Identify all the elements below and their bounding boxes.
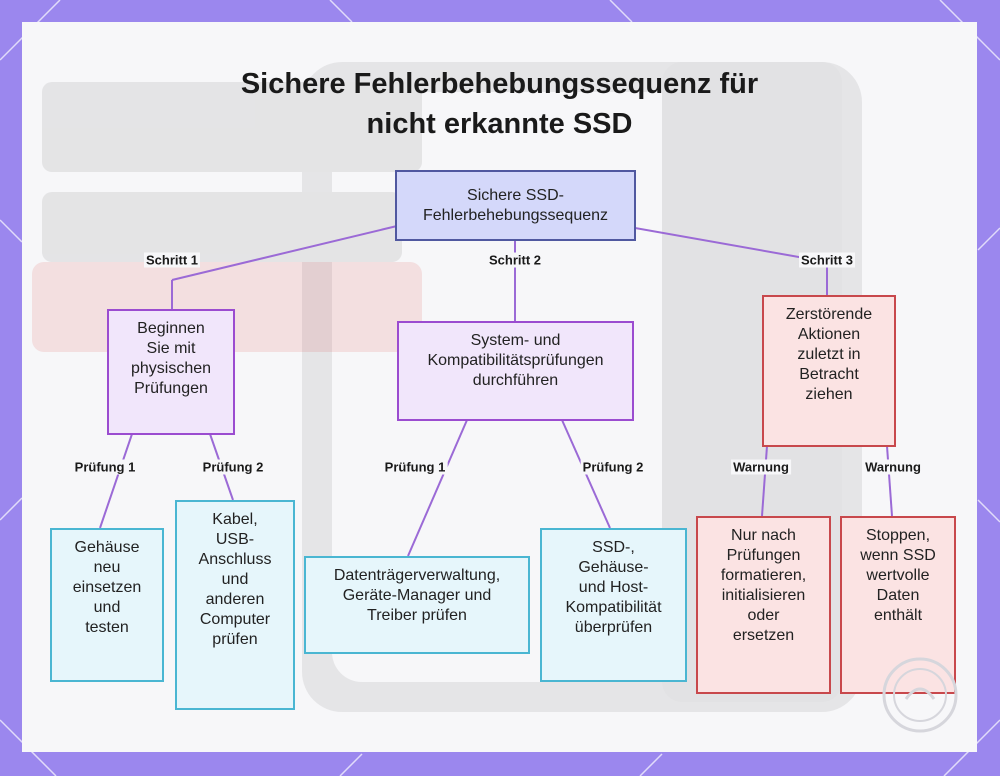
edge-label-step2: Schritt 2 — [486, 252, 544, 268]
diagram-panel: Sichere Fehlerbehebungssequenz für nicht… — [22, 22, 977, 752]
title-line-2: nicht erkannte SSD — [366, 108, 633, 140]
node-step1-text: Beginnen Sie mit physischen Prüfungen — [130, 320, 212, 397]
node-step3-warning1: Nur nach Prüfungen formatieren, initiali… — [696, 516, 831, 694]
node-step3-text: Zerstörende Aktionen zuletzt in Betracht… — [785, 306, 873, 403]
edge-step3-s3w1 — [761, 445, 768, 517]
node-step1-check2: Kabel, USB- Anschluss und anderen Comput… — [175, 500, 295, 710]
edge-step2-s2c1 — [407, 419, 468, 557]
edge-step3-s3w2 — [886, 445, 893, 517]
node-step1-check1: Gehäuse neu einsetzen und testen — [50, 528, 164, 682]
node-root: Sichere SSD- Fehlerbehebungssequenz — [395, 170, 636, 241]
node-step2-check2-text: SSD-, Gehäuse- und Host- Kompatibilität … — [565, 539, 662, 636]
node-step2-check2: SSD-, Gehäuse- und Host- Kompatibilität … — [540, 528, 687, 682]
title-line-1: Sichere Fehlerbehebungssequenz für — [240, 68, 759, 100]
edge-label-step3: Schritt 3 — [798, 252, 856, 268]
edge-step1-s1c1 — [99, 433, 133, 529]
node-step3-warning1-text: Nur nach Prüfungen formatieren, initiali… — [720, 527, 807, 644]
node-step1-check1-text: Gehäuse neu einsetzen und testen — [72, 539, 142, 636]
node-step2-text: System- und Kompatibilitätsprüfungen dur… — [427, 332, 604, 389]
node-step2-check1: Datenträgerverwaltung, Geräte-Manager un… — [304, 556, 530, 654]
node-step2-check1-text: Datenträgerverwaltung, Geräte-Manager un… — [333, 567, 501, 624]
edge-label-step1: Schritt 1 — [143, 252, 201, 268]
node-step3: Zerstörende Aktionen zuletzt in Betracht… — [762, 295, 896, 447]
edge-label-step3-warning2: Warnung — [863, 459, 923, 475]
watermark-logo-icon — [882, 657, 958, 733]
diagram-title: Sichere Fehlerbehebungssequenz für nicht… — [22, 64, 977, 144]
node-step1: Beginnen Sie mit physischen Prüfungen — [107, 309, 235, 435]
node-step2: System- und Kompatibilitätsprüfungen dur… — [397, 321, 634, 421]
edge-label-step3-warning1: Warnung — [731, 459, 791, 475]
edge-label-step1-check2: Prüfung 2 — [200, 459, 266, 475]
edge-label-step2-check1: Prüfung 1 — [382, 459, 448, 475]
node-step3-warning2-text: Stoppen, wenn SSD wertvolle Daten enthäl… — [860, 527, 936, 624]
edge-label-step2-check2: Prüfung 2 — [580, 459, 646, 475]
edge-root-step1 — [171, 225, 398, 281]
node-step3-warning2: Stoppen, wenn SSD wertvolle Daten enthäl… — [840, 516, 956, 694]
edge-label-step1-check1: Prüfung 1 — [72, 459, 138, 475]
node-step1-check2-text: Kabel, USB- Anschluss und anderen Comput… — [198, 511, 272, 648]
edge-root-step3 — [634, 227, 828, 263]
node-root-text: Sichere SSD- Fehlerbehebungssequenz — [422, 186, 609, 224]
